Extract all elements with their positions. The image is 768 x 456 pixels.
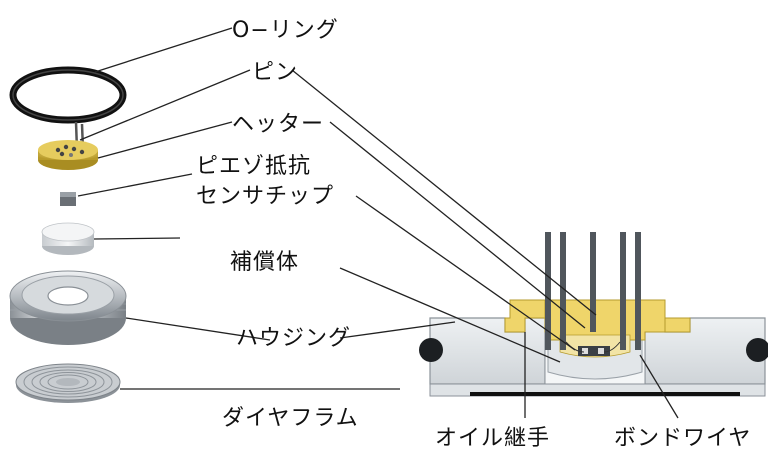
leader-o-ring	[94, 27, 233, 73]
leader-piezo-right	[355, 195, 576, 351]
label-housing: ハウジング	[236, 326, 352, 351]
leader-header-right	[329, 121, 586, 329]
label-o-ring: O−リング	[232, 18, 339, 43]
leader-header-left	[97, 121, 233, 159]
label-oil-fitting: オイル継手	[435, 426, 551, 451]
label-sensor-chip: センサチップ	[196, 184, 335, 209]
label-bond-wire: ボンドワイヤ	[614, 426, 752, 451]
label-diaphragm: ダイヤフラム	[222, 406, 359, 431]
diaphragm-part	[15, 363, 121, 403]
leader-housing-left	[125, 317, 271, 341]
label-pin: ピン	[252, 60, 299, 85]
leader-pin-left	[79, 69, 251, 141]
leader-compensator-left	[93, 237, 181, 240]
label-header: ヘッター	[232, 112, 325, 137]
leader-compensator-right	[339, 267, 561, 363]
housing-part	[9, 270, 127, 345]
leader-bond-wire	[639, 354, 679, 419]
assembly-cross-section	[419, 232, 768, 397]
label-compensator: 補償体	[230, 250, 300, 275]
label-piezo-resistor: ピエゾ抵抗	[196, 154, 312, 179]
leader-lines	[77, 27, 679, 419]
header-part	[38, 121, 98, 170]
compensator-part	[41, 222, 95, 255]
sensor-chip-part	[60, 192, 76, 206]
leader-pin-right	[291, 69, 597, 316]
o-ring-part	[9, 66, 127, 124]
leader-piezo-left	[77, 173, 193, 197]
leader-housing-right	[339, 321, 456, 339]
